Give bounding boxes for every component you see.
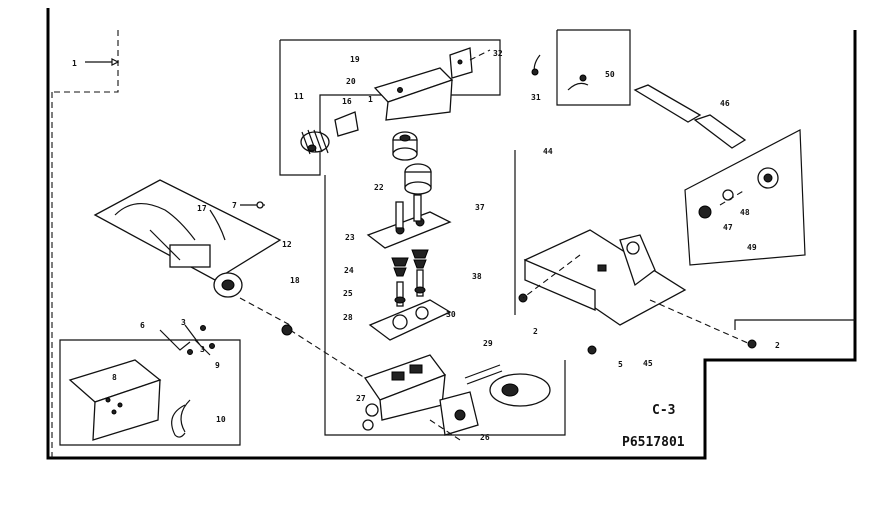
- springs-24: [391, 249, 429, 277]
- callout-44: 44: [543, 147, 553, 156]
- pins-25-38: [394, 269, 426, 307]
- callout-32: 32: [493, 49, 503, 58]
- callout-6: 6: [140, 321, 145, 330]
- tube-46: [633, 84, 747, 149]
- callout-8: 8: [112, 373, 117, 382]
- screw-27: [362, 419, 374, 431]
- callout-3-repeat: 3: [200, 345, 205, 354]
- callout-12: 12: [282, 240, 292, 249]
- callout-3: 3: [181, 318, 186, 327]
- wire-17: [209, 201, 265, 241]
- callout-16: 16: [342, 97, 352, 106]
- assembly-lines: [239, 49, 751, 441]
- callout-29: 29: [483, 339, 493, 348]
- callout-26: 26: [480, 433, 490, 442]
- bracket-20-32: [373, 47, 473, 121]
- callout-22: 22: [374, 183, 384, 192]
- igniter-assembly: [93, 179, 282, 298]
- callout-1: 1: [72, 59, 77, 68]
- bracket-45: [523, 229, 687, 326]
- callout-45: 45: [643, 359, 653, 368]
- callout-24: 24: [344, 266, 354, 275]
- callout-7: 7: [232, 201, 237, 210]
- callout-18: 18: [290, 276, 300, 285]
- screws-right: [518, 293, 757, 355]
- plate-28: [368, 299, 452, 341]
- wire-31: [531, 54, 541, 76]
- grommet-12: [281, 324, 293, 336]
- callout-28: 28: [343, 313, 353, 322]
- knob-29: [464, 364, 551, 407]
- callout-48: 48: [740, 208, 750, 217]
- callout-2: 2: [533, 327, 538, 336]
- group-box-top-right: [556, 29, 631, 106]
- callout-30: 30: [446, 310, 456, 319]
- callout-9: 9: [215, 361, 220, 370]
- callout-19: 19: [350, 55, 360, 64]
- callout-25: 25: [343, 289, 353, 298]
- clip-18: [334, 111, 359, 137]
- switch-assembly-8: [68, 359, 162, 441]
- bracket-26: [439, 391, 479, 436]
- thermocouple-50: [567, 74, 589, 91]
- callout-2-repeat: 2: [775, 341, 780, 350]
- callout-11: 11: [294, 92, 304, 101]
- valve-body: [363, 354, 447, 421]
- group-box-center-top: [279, 39, 501, 176]
- callout-5: 5: [618, 360, 623, 369]
- wire-clip-10: [171, 399, 191, 438]
- plate-23: [366, 194, 452, 249]
- drawing-number: P6517801: [622, 435, 685, 450]
- contacts-6-7-9: [159, 324, 215, 356]
- callout-47: 47: [723, 223, 733, 232]
- coil-11: [300, 129, 330, 155]
- section-code: C-3: [652, 403, 675, 418]
- group-box-right: [684, 129, 806, 266]
- callout-27: 27: [356, 394, 366, 403]
- callout-46: 46: [720, 99, 730, 108]
- magnet-22: [392, 131, 418, 161]
- callout-20: 20: [346, 77, 356, 86]
- callout-1-repeat: 1: [368, 95, 373, 104]
- callout-37: 37: [475, 203, 485, 212]
- callout-38: 38: [472, 272, 482, 281]
- magnet-37: [404, 163, 432, 195]
- group-box-left: [52, 30, 120, 93]
- outer-border: [46, 8, 857, 460]
- group-box-lower-left: [59, 339, 241, 446]
- callout-50: 50: [605, 70, 615, 79]
- callout-23: 23: [345, 233, 355, 242]
- fittings-47-48: [698, 167, 779, 219]
- callout-31: 31: [531, 93, 541, 102]
- group-box-right-bracket: [734, 319, 855, 330]
- callout-49: 49: [747, 243, 757, 252]
- callout-labels: 1235678910111216171819202223242526272829…: [72, 49, 780, 442]
- callout-10: 10: [216, 415, 226, 424]
- callout-17: 17: [197, 204, 207, 213]
